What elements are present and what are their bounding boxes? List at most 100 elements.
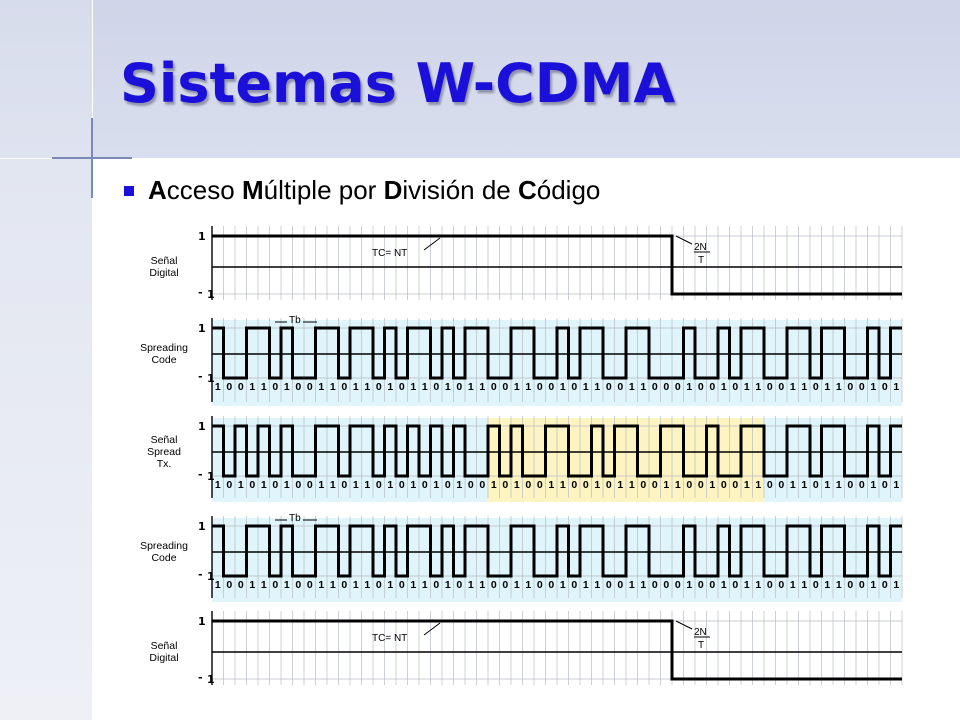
bullet-text-part: últiple por xyxy=(263,175,384,205)
chip-bit: 0 xyxy=(548,579,554,591)
chip-bit: 0 xyxy=(307,579,313,591)
chip-bit: 1 xyxy=(330,579,336,591)
chip-bit: 0 xyxy=(640,479,646,491)
chip-bit: 0 xyxy=(732,579,738,591)
level-tick-minus: - xyxy=(198,568,203,581)
waveform xyxy=(212,619,902,681)
chip-bit: 1 xyxy=(387,579,393,591)
level-tick-high: 1 xyxy=(198,520,206,533)
chip-bit: 1 xyxy=(456,479,462,491)
chip-bit: 1 xyxy=(318,479,324,491)
chip-bit: 0 xyxy=(882,381,888,393)
chip-bit: 0 xyxy=(456,579,462,591)
chip-bit: 0 xyxy=(859,579,865,591)
chip-bit: 0 xyxy=(341,479,347,491)
chip-bit: 1 xyxy=(686,579,692,591)
chip-bit: 1 xyxy=(491,479,497,491)
two-n-annotation: 2N xyxy=(694,242,707,253)
chip-bit: 0 xyxy=(491,381,497,393)
chip-bit: 1 xyxy=(410,381,416,393)
chip-bit: 1 xyxy=(468,381,474,393)
chip-bit: 0 xyxy=(422,479,428,491)
t-annotation: T xyxy=(698,640,704,651)
chip-bit: 1 xyxy=(675,479,681,491)
chip-bit: 1 xyxy=(801,579,807,591)
chip-bit: 1 xyxy=(893,381,899,393)
row-label: Señal xyxy=(151,255,178,267)
chip-bit: 0 xyxy=(525,479,531,491)
chip-bit: 1 xyxy=(548,479,554,491)
chip-bit: 1 xyxy=(629,579,635,591)
chip-bit: 1 xyxy=(836,479,842,491)
chip-bit: 0 xyxy=(468,479,474,491)
chip-bit: 0 xyxy=(502,479,508,491)
chip-bit: 0 xyxy=(778,579,784,591)
chip-bit: 1 xyxy=(721,381,727,393)
chip-bit: 1 xyxy=(410,479,416,491)
chip-bit: 0 xyxy=(675,381,681,393)
chip-bit: 1 xyxy=(525,381,531,393)
decor-vertical-line xyxy=(92,0,93,720)
chip-bit: 1 xyxy=(514,479,520,491)
row-label: Code xyxy=(151,354,176,366)
t-annotation: T xyxy=(698,255,704,266)
slide-title: Sistemas W-CDMA xyxy=(120,52,676,115)
chip-bit: 0 xyxy=(537,579,543,591)
chip-bit: 0 xyxy=(778,479,784,491)
level-tick-one: 1 xyxy=(207,372,215,385)
chip-bit: 0 xyxy=(675,579,681,591)
two-n-annotation: 2N xyxy=(694,627,707,638)
chip-bit: 1 xyxy=(560,579,566,591)
bullet-text: Acceso Múltiple por División de Código xyxy=(148,175,600,206)
chip-bit: 0 xyxy=(272,579,278,591)
two-n-arrow xyxy=(675,235,693,245)
chip-bit: 0 xyxy=(226,579,232,591)
chip-bit: 0 xyxy=(238,579,244,591)
chip-bit: 0 xyxy=(652,479,658,491)
chip-bit: 1 xyxy=(824,579,830,591)
level-tick-one: 1 xyxy=(207,470,215,483)
chip-bit: 0 xyxy=(652,381,658,393)
chip-bit: 0 xyxy=(491,579,497,591)
chip-bit: 0 xyxy=(882,479,888,491)
chip-bit: 1 xyxy=(261,479,267,491)
chip-bit: 1 xyxy=(238,479,244,491)
chip-bit: 1 xyxy=(479,579,485,591)
chip-bit: 1 xyxy=(755,479,761,491)
chip-bit: 1 xyxy=(284,579,290,591)
chip-bit: 1 xyxy=(583,579,589,591)
chip-bit: 0 xyxy=(272,381,278,393)
bullet-text-part: A xyxy=(148,175,167,205)
chip-bit: 0 xyxy=(813,381,819,393)
chip-bit: 0 xyxy=(307,381,313,393)
level-tick-high: 1 xyxy=(198,230,206,243)
level-tick-minus: - xyxy=(198,286,203,299)
chip-bit: 0 xyxy=(617,381,623,393)
left-lower-band xyxy=(0,158,92,720)
chip-bit: 1 xyxy=(824,479,830,491)
chip-bit: 0 xyxy=(502,381,508,393)
chip-bit: 1 xyxy=(801,381,807,393)
chip-bit: 1 xyxy=(594,579,600,591)
chip-bit: 1 xyxy=(364,579,370,591)
chip-bit: 0 xyxy=(698,579,704,591)
chip-bit: 1 xyxy=(629,381,635,393)
chip-bit: 0 xyxy=(767,479,773,491)
row-label: Spread xyxy=(147,446,181,458)
chip-bit: 1 xyxy=(617,479,623,491)
chip-bit: 1 xyxy=(744,381,750,393)
tb-annotation: Tb xyxy=(289,315,301,326)
tc-annotation: TC= NT xyxy=(372,633,407,644)
chip-bit: 0 xyxy=(376,579,382,591)
tc-arrow xyxy=(423,237,441,251)
chip-bit: 1 xyxy=(364,381,370,393)
chip-bit: 1 xyxy=(790,579,796,591)
chip-bit: 1 xyxy=(755,579,761,591)
bullet-text-part: ódigo xyxy=(536,175,601,205)
chip-bit: 1 xyxy=(318,579,324,591)
decor-horizontal-line xyxy=(0,158,960,159)
row-label: Tx. xyxy=(157,458,172,470)
chip-bit: 1 xyxy=(330,479,336,491)
chip-bit: 1 xyxy=(433,479,439,491)
